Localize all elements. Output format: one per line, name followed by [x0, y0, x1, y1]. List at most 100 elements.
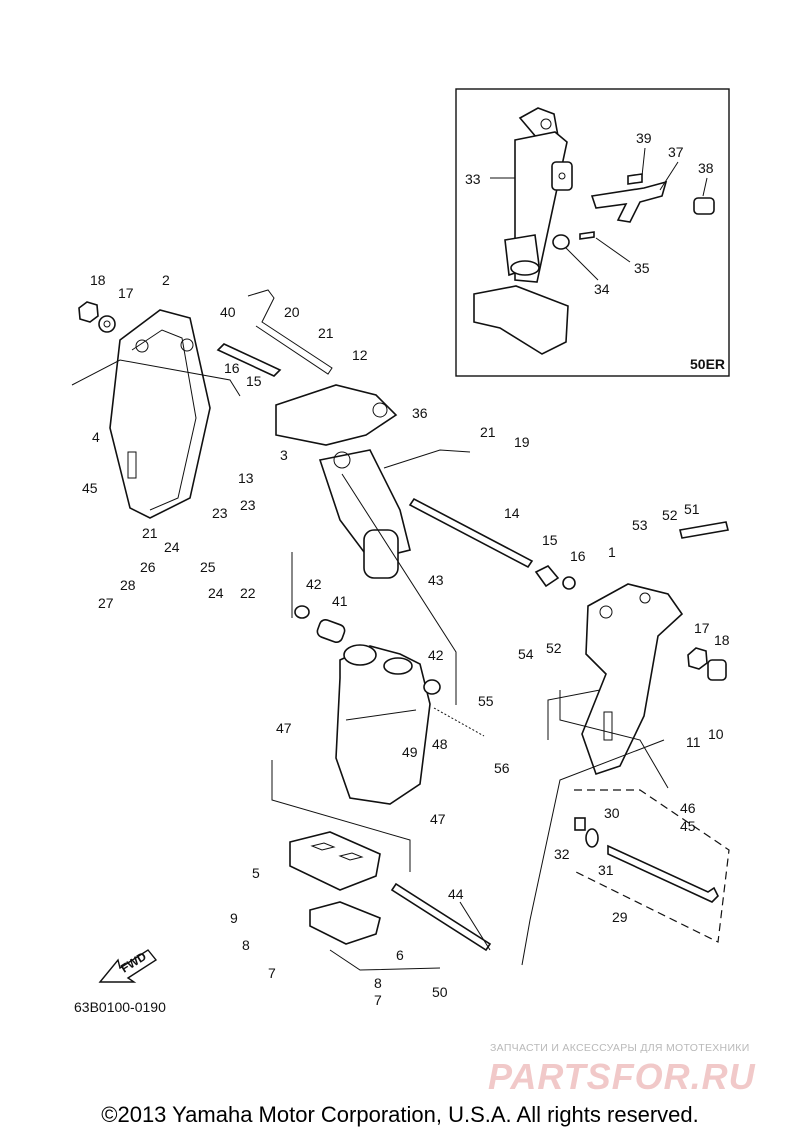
tilt-cylinder-part — [504, 107, 573, 283]
callout-number-2: 2 — [162, 272, 170, 288]
bracket-part — [590, 180, 668, 223]
callout-number-16: 16 — [224, 360, 240, 376]
shaft-part — [390, 882, 492, 952]
callout-number-15: 15 — [246, 373, 262, 389]
callout-number-42: 42 — [306, 576, 322, 592]
bolt-part — [679, 521, 729, 539]
callout-number-34: 34 — [594, 281, 610, 297]
callout-number-51: 51 — [684, 501, 700, 517]
thru-tube-part — [408, 497, 534, 569]
fwd-arrow-icon: FWD — [98, 949, 158, 983]
callout-number-47: 47 — [276, 720, 292, 736]
pin-part — [216, 343, 282, 377]
callout-number-21: 21 — [480, 424, 496, 440]
callout-number-39: 39 — [636, 130, 652, 146]
callout-number-14: 14 — [504, 505, 520, 521]
callout-number-42: 42 — [428, 647, 444, 663]
callout-number-56: 56 — [494, 760, 510, 776]
bolt-part — [627, 173, 643, 185]
callout-number-40: 40 — [220, 304, 236, 320]
callout-number-8: 8 — [374, 975, 382, 991]
bushing-part — [423, 679, 441, 695]
swivel-bracket-part — [275, 384, 411, 579]
nut-part — [78, 301, 99, 323]
callout-number-18: 18 — [714, 632, 730, 648]
callout-number-19: 19 — [514, 434, 530, 450]
callout-number-15: 15 — [542, 532, 558, 548]
copyright-notice: ©2013 Yamaha Motor Corporation, U.S.A. A… — [101, 1102, 699, 1127]
callout-number-6: 6 — [396, 947, 404, 963]
callout-number-38: 38 — [698, 160, 714, 176]
callout-number-31: 31 — [598, 862, 614, 878]
callout-number-23: 23 — [212, 505, 228, 521]
callout-number-36: 36 — [412, 405, 428, 421]
callout-number-17: 17 — [694, 620, 710, 636]
callout-number-24: 24 — [208, 585, 224, 601]
callout-number-47: 47 — [430, 811, 446, 827]
callout-number-1: 1 — [608, 544, 616, 560]
callout-number-12: 12 — [352, 347, 368, 363]
watermark-logo: PARTSFOR.RU — [488, 1056, 756, 1097]
callout-number-7: 7 — [268, 965, 276, 981]
bushing-part — [534, 565, 560, 588]
collar-part — [316, 618, 346, 644]
callout-number-50: 50 — [432, 984, 448, 1000]
callout-number-49: 49 — [402, 744, 418, 760]
callout-number-23: 23 — [240, 497, 256, 513]
callout-number-32: 32 — [554, 846, 570, 862]
inset-model-label: 50ER — [690, 356, 725, 372]
spring-part — [433, 707, 485, 737]
washer-part — [562, 576, 576, 590]
callout-number-45: 45 — [82, 480, 98, 496]
callout-number-7: 7 — [374, 992, 382, 1008]
callout-number-28: 28 — [120, 577, 136, 593]
washer-part — [98, 315, 116, 333]
callout-number-55: 55 — [478, 693, 494, 709]
callout-number-25: 25 — [200, 559, 216, 575]
holder-block-part — [473, 285, 569, 355]
callout-number-35: 35 — [634, 260, 650, 276]
callout-number-26: 26 — [140, 559, 156, 575]
bushing-part — [294, 605, 310, 619]
nut-part — [687, 647, 708, 670]
callout-number-27: 27 — [98, 595, 114, 611]
callout-number-22: 22 — [240, 585, 256, 601]
trim-rod-group — [571, 789, 730, 943]
diagram-code: 63B0100-0190 — [74, 999, 166, 1015]
cap-part — [707, 659, 727, 681]
callout-number-29: 29 — [612, 909, 628, 925]
callout-number-3: 3 — [280, 447, 288, 463]
callout-number-20: 20 — [284, 304, 300, 320]
callout-number-53: 53 — [632, 517, 648, 533]
callout-number-37: 37 — [668, 144, 684, 160]
bushing-part — [552, 234, 570, 250]
callout-number-18: 18 — [90, 272, 106, 288]
callout-number-43: 43 — [428, 572, 444, 588]
callout-number-16: 16 — [570, 548, 586, 564]
callout-number-24: 24 — [164, 539, 180, 555]
callout-number-33: 33 — [465, 171, 481, 187]
callout-number-41: 41 — [332, 593, 348, 609]
callout-number-54: 54 — [518, 646, 534, 662]
callout-number-21: 21 — [142, 525, 158, 541]
callout-number-46: 46 — [680, 800, 696, 816]
screw-part — [579, 231, 595, 240]
right-clamp-bracket-part — [581, 583, 684, 776]
callout-number-5: 5 — [252, 865, 260, 881]
tilt-handle-part — [247, 289, 333, 375]
callout-number-48: 48 — [432, 736, 448, 752]
watermark-tagline: ЗАПЧАСТИ И АКСЕССУАРЫ ДЛЯ МОТОТЕХНИКИ — [490, 1042, 750, 1054]
callout-number-4: 4 — [92, 429, 100, 445]
callout-number-21: 21 — [318, 325, 334, 341]
tilt-unit-part — [335, 644, 431, 805]
callout-number-52: 52 — [546, 640, 562, 656]
callout-number-9: 9 — [230, 910, 238, 926]
callout-number-10: 10 — [708, 726, 724, 742]
callout-number-44: 44 — [448, 886, 464, 902]
callout-number-13: 13 — [238, 470, 254, 486]
callout-number-17: 17 — [118, 285, 134, 301]
callout-number-8: 8 — [242, 937, 250, 953]
stopper-block-part — [309, 901, 381, 945]
